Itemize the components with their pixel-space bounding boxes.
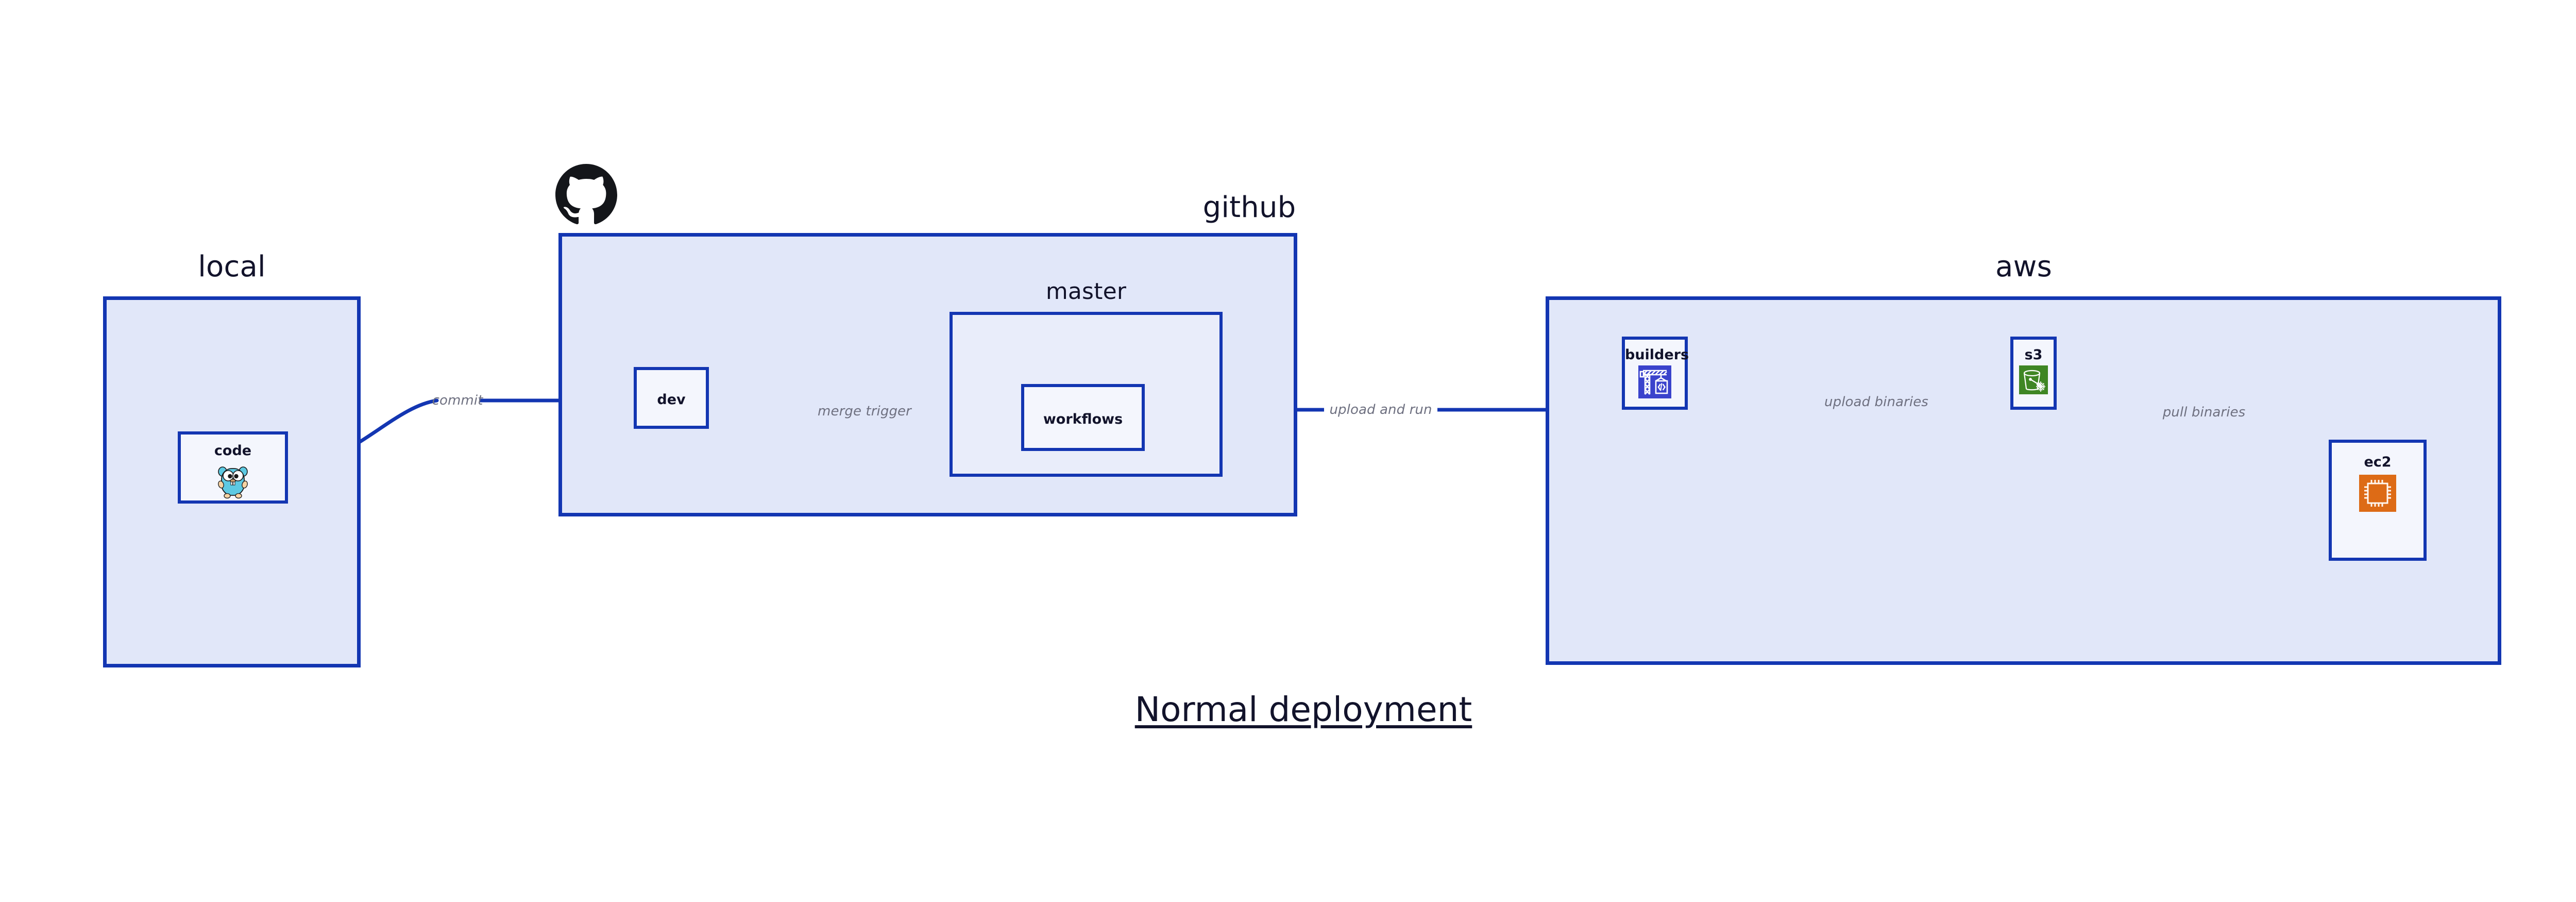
aws-codebuild-icon [1638,365,1671,398]
group-label-local: local [198,250,266,283]
node-box-dev[interactable]: dev [634,367,709,429]
node-label-ec2: ec2 [2364,454,2392,470]
node-label-dev: dev [657,392,686,408]
github-octocat-logo [555,164,617,228]
golang-gopher-icon [218,466,248,499]
node-label-workflows: workflows [1043,411,1123,427]
node-box-builders[interactable]: builders [1622,337,1689,410]
aws-ec2-chip-icon [2359,475,2396,512]
group-label-github: github [1202,191,1296,224]
edge-label-commit: commit [432,393,483,408]
group-label-aws: aws [1995,250,2052,283]
node-label-s3: s3 [2024,347,2043,363]
diagram-title: Normal deployment [1134,690,1472,729]
edge-label-upload-and-run: upload and run [1329,402,1432,417]
node-box-workflows[interactable]: workflows [1021,384,1145,451]
edge-label-pull-binaries: pull binaries [2162,405,2246,420]
group-label-master: master [1045,278,1127,305]
node-label-builders: builders [1625,347,1689,363]
node-box-ec2[interactable]: ec2 [2329,440,2427,561]
aws-s3-bucket-icon [2019,365,2048,394]
edge-label-upload-binaries: upload binaries [1824,394,1928,410]
edge-label-merge-trigger: merge trigger [818,404,911,419]
node-box-s3[interactable]: s3 [2010,337,2057,410]
node-label-code: code [214,443,252,459]
node-box-code[interactable]: code [178,431,288,504]
